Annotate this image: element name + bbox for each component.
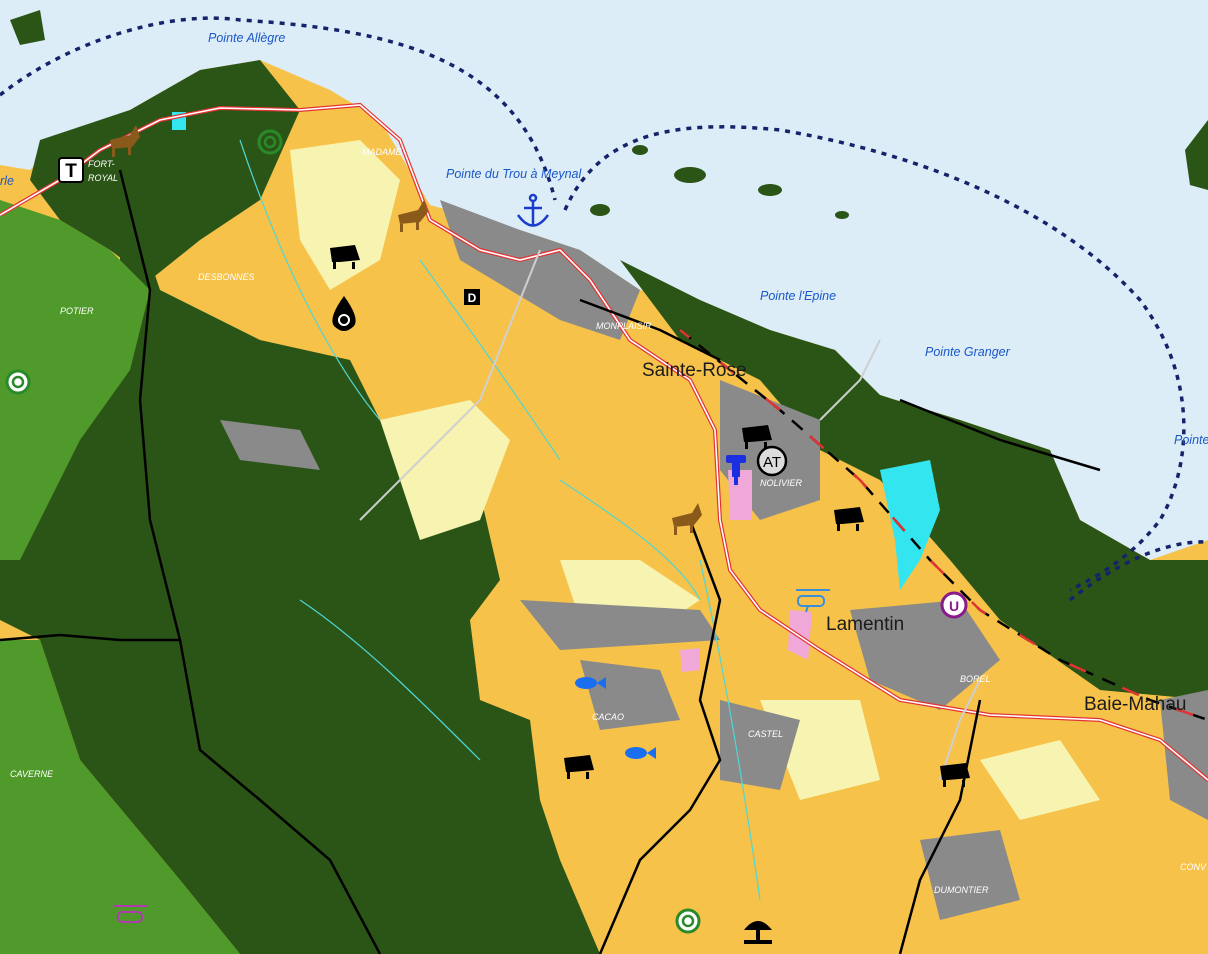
helicopter-icon[interactable] bbox=[114, 905, 148, 923]
label-madame: MADAME bbox=[362, 147, 402, 157]
label-pointe-edge: Pointe bbox=[1174, 433, 1208, 447]
label-pointe-granger: Pointe Granger bbox=[925, 345, 1011, 359]
label-borel: BOREL bbox=[960, 674, 991, 684]
label-caverne: CAVERNE bbox=[10, 769, 54, 779]
at-badge-label: AT bbox=[763, 454, 781, 471]
lagoon bbox=[880, 460, 940, 590]
dense-forest bbox=[0, 170, 600, 954]
label-lamentin: Lamentin bbox=[826, 614, 904, 635]
label-dumontier: DUMONTIER bbox=[934, 885, 989, 895]
maritime-routes bbox=[0, 16, 1208, 602]
secondary-roads bbox=[359, 249, 981, 781]
bullseye-icon[interactable] bbox=[5, 369, 31, 395]
drop-icon[interactable] bbox=[332, 296, 356, 331]
t-marker-label: T bbox=[65, 161, 77, 182]
label-sainte-rose: Sainte-Rose bbox=[642, 360, 747, 381]
cow-icon[interactable] bbox=[940, 763, 970, 787]
bullseye-icon[interactable] bbox=[675, 908, 701, 934]
commune-boundaries bbox=[0, 169, 1101, 954]
label-royal: ROYAL bbox=[88, 173, 118, 183]
label-nolivier: NOLIVIER bbox=[760, 478, 803, 488]
d-marker[interactable]: D bbox=[464, 289, 480, 305]
label-pointe-du-trou: Pointe du Trou à Meynal bbox=[446, 167, 582, 181]
label-potier: POTIER bbox=[60, 306, 94, 316]
cow-icon[interactable] bbox=[834, 507, 864, 531]
label-desbonnes: DESBONNES bbox=[198, 272, 255, 282]
label-castel: CASTEL bbox=[748, 729, 783, 739]
horse-icon[interactable] bbox=[398, 200, 428, 232]
label-fort: FORT- bbox=[88, 159, 115, 169]
label-conv: CONV bbox=[1180, 862, 1207, 872]
u-badge-label: U bbox=[949, 598, 959, 614]
anchor-icon[interactable] bbox=[516, 193, 550, 227]
label-monplaisir: MONPLAISIR bbox=[596, 321, 652, 331]
sea bbox=[0, 0, 1208, 560]
pin-icon[interactable] bbox=[726, 455, 746, 485]
u-badge[interactable]: U bbox=[940, 591, 968, 619]
label-pointe-epine: Pointe l'Epine bbox=[760, 289, 836, 303]
fish-icon[interactable] bbox=[575, 677, 606, 689]
label-cacao: CACAO bbox=[592, 712, 624, 722]
fish-icon[interactable] bbox=[625, 747, 656, 759]
dashed-red-line-overlay bbox=[679, 329, 1208, 722]
coastal-forest-northwest bbox=[30, 60, 300, 280]
palm-icon[interactable] bbox=[744, 921, 772, 944]
at-badge[interactable]: AT bbox=[756, 445, 788, 477]
helicopter-icon[interactable] bbox=[796, 589, 830, 613]
main-road-inner bbox=[0, 104, 1208, 781]
label-baie-mahault: Baie-Mahau bbox=[1084, 694, 1186, 715]
cow-icon[interactable] bbox=[330, 245, 360, 269]
horse-icon[interactable] bbox=[110, 125, 140, 157]
horse-icon[interactable] bbox=[672, 503, 702, 535]
cow-icon[interactable] bbox=[564, 755, 594, 779]
islets bbox=[10, 10, 1208, 219]
label-left-edge: rle bbox=[0, 174, 14, 188]
green-vegetation-southwest bbox=[0, 640, 240, 954]
t-marker[interactable]: T bbox=[58, 157, 84, 183]
green-vegetation-west bbox=[0, 200, 150, 560]
cow-icon[interactable] bbox=[742, 425, 772, 449]
bullseye-icon[interactable] bbox=[257, 129, 283, 155]
label-pointe-allegre: Pointe Allègre bbox=[208, 31, 285, 45]
d-marker-label: D bbox=[468, 291, 477, 305]
